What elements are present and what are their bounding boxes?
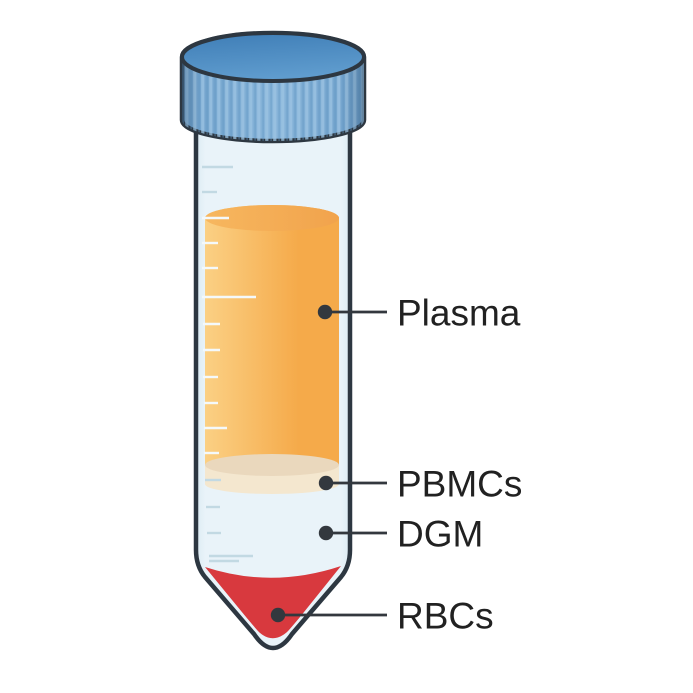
plasma-surface (205, 205, 339, 231)
label-plasma: Plasma (397, 292, 521, 333)
graduation-ticks-lower (205, 478, 253, 563)
tube-cap (179, 30, 367, 144)
leader-lines (278, 310, 387, 617)
plasma-layer (205, 205, 339, 470)
rbc-layer (205, 566, 341, 639)
leader-dots (270, 304, 334, 623)
cap-top (180, 31, 366, 83)
pbmc-surface (205, 454, 339, 476)
leader-dot-rbcs (270, 607, 286, 623)
leader-dot-plasma (317, 304, 333, 320)
label-rbcs: RBCs (397, 595, 494, 636)
layer-labels: Plasma PBMCs DGM RBCs (397, 292, 522, 636)
leader-dot-dgm (318, 525, 334, 541)
graduation-ticks-upper (202, 165, 233, 194)
leader-dot-pbmcs (318, 475, 334, 491)
label-dgm: DGM (397, 513, 483, 554)
label-pbmcs: PBMCs (397, 463, 522, 504)
graduation-ticks-plasma (202, 216, 256, 455)
tube-contents (205, 205, 341, 639)
